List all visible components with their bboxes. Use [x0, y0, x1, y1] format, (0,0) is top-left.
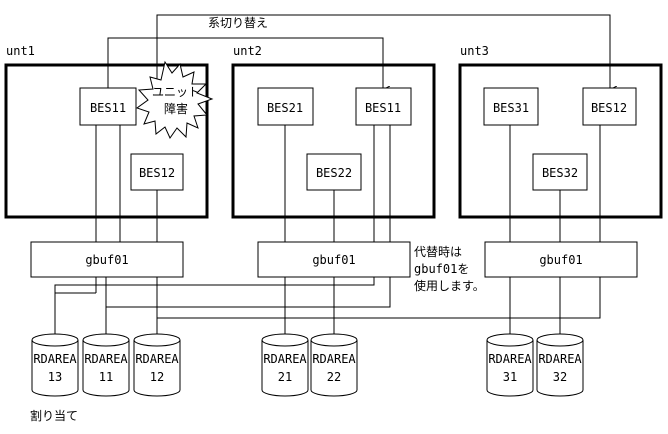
- conn-line: [54, 277, 375, 293]
- fault-burst-icon: [135, 60, 214, 140]
- failover-label: 系切り替え: [208, 16, 268, 30]
- rdarea-cylinder: RDAREA 32: [536, 333, 584, 397]
- note-line3: 使用します。: [414, 278, 485, 293]
- bes-label: BES21: [267, 101, 303, 115]
- rdarea-cylinder-body: [133, 340, 181, 397]
- rdarea-number: 32: [553, 370, 567, 384]
- bes-box-u1-bes11: [79, 87, 137, 126]
- rdarea-cylinder-top: [310, 333, 358, 347]
- rdarea-group: RDAREA 13 RDAREA 11 RDAREA 12 RDAREA 21 RDAREA 22…: [31, 333, 584, 397]
- bes-box-u2-bes21: [257, 87, 314, 126]
- rdarea-name: RDAREA: [135, 352, 179, 366]
- rdarea-cylinder: RDAREA 22: [310, 333, 358, 397]
- gbuf-box-unt1: [30, 241, 184, 278]
- unit-label-unt3: unt3: [460, 44, 489, 58]
- fault-label-line2: 障害: [164, 101, 188, 116]
- gbuf-label: gbuf01: [539, 253, 582, 267]
- rdarea-cylinder-body: [536, 340, 584, 397]
- rdarea-number: 22: [327, 370, 341, 384]
- bes-label: BES12: [591, 101, 627, 115]
- rdarea-cylinder-body: [31, 340, 79, 397]
- bes-box-u2-bes11: [355, 87, 412, 126]
- note-line2: gbuf01を: [414, 262, 469, 276]
- rdarea-name: RDAREA: [33, 352, 77, 366]
- rdarea-cylinder-top: [31, 333, 79, 347]
- rdarea-cylinder-top: [486, 333, 534, 347]
- bes-box-u3-bes32: [532, 153, 588, 191]
- bes-label: BES11: [365, 101, 401, 115]
- rdarea-cylinder-top: [261, 333, 309, 347]
- unit-label-unt1: unt1: [6, 44, 35, 58]
- rdarea-cylinder-top: [536, 333, 584, 347]
- rdarea-cylinder-body: [310, 340, 358, 397]
- fault-label-line1: ユニット: [152, 85, 200, 99]
- rdarea-cylinder-body: [82, 340, 130, 397]
- rdarea-number: 11: [99, 370, 113, 384]
- rdarea-number: 12: [150, 370, 164, 384]
- rdarea-cylinder-top: [82, 333, 130, 347]
- bes-label: BES11: [90, 101, 126, 115]
- rdarea-number: 21: [278, 370, 292, 384]
- bes-label: BES31: [493, 101, 529, 115]
- gbuf-label: gbuf01: [312, 253, 355, 267]
- note-line1: 代替時は: [414, 245, 462, 259]
- rdarea-cylinder-top: [133, 333, 181, 347]
- rdarea-cylinder-body: [261, 340, 309, 397]
- unit-box-unt1: [4, 63, 209, 219]
- gbuf-label: gbuf01: [85, 253, 128, 267]
- rdarea-name: RDAREA: [263, 352, 307, 366]
- allocation-label: 割り当て: [30, 408, 78, 423]
- rdarea-name: RDAREA: [312, 352, 356, 366]
- bes-box-u1-bes12: [130, 153, 184, 191]
- unit-label-unt2: unt2: [233, 44, 262, 58]
- bes-box-u3-bes31: [483, 87, 539, 126]
- bes-box-u2-bes22: [306, 153, 362, 191]
- bes-label: BES32: [542, 166, 578, 180]
- failover-arrow-to-unt3: [156, 14, 610, 95]
- rdarea-cylinder-body: [486, 340, 534, 397]
- rdarea-cylinder: RDAREA 21: [261, 333, 309, 397]
- rdarea-cylinder: RDAREA 31: [486, 333, 534, 397]
- conn-line: [106, 277, 391, 308]
- bes-label: BES12: [139, 166, 175, 180]
- rdarea-name: RDAREA: [84, 352, 128, 366]
- bes-box-u3-bes12: [582, 87, 637, 126]
- rdarea-cylinder: RDAREA 12: [133, 333, 181, 397]
- rdarea-cylinder: RDAREA 11: [82, 333, 130, 397]
- conn-line: [54, 292, 96, 340]
- rdarea-number: 31: [503, 370, 517, 384]
- rdarea-name: RDAREA: [488, 352, 532, 366]
- rdarea-name: RDAREA: [538, 352, 582, 366]
- bes-label: BES22: [316, 166, 352, 180]
- rdarea-cylinder: RDAREA 13: [31, 333, 79, 397]
- rdarea-number: 13: [48, 370, 62, 384]
- gbuf-box-unt3: [484, 241, 638, 278]
- conn-line: [157, 277, 601, 319]
- gbuf-box-unt2: [257, 241, 411, 278]
